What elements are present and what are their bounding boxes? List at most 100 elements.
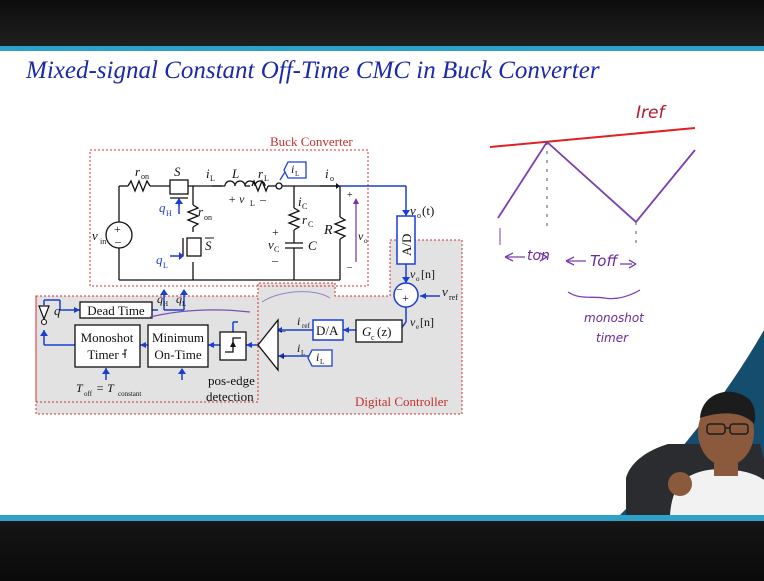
vin-plus: +	[114, 222, 121, 236]
minimum-on-time-block	[147, 324, 209, 368]
iref-label-sub: ref	[302, 322, 310, 330]
digital-controller-label: Digital Controller	[355, 394, 448, 409]
vref-label-sub: ref	[449, 293, 458, 302]
buck-converter-label: Buck Converter	[270, 134, 353, 149]
timer-annotation: timer	[596, 331, 629, 345]
ton-annotation: ton	[527, 248, 550, 264]
vo-plus: +	[347, 190, 353, 201]
top-accent-stripe	[0, 46, 764, 51]
error-summer	[393, 282, 419, 308]
slide-title: Mixed-signal Constant Off-Time CMC in Bu…	[26, 57, 600, 84]
vc-minus: –	[271, 253, 279, 267]
qh-drive-arrowhead	[175, 198, 183, 204]
ve-n-label: v	[410, 315, 416, 329]
pos-edge-label-2: detection	[206, 389, 254, 404]
monoshot-edge-mark	[122, 349, 127, 358]
bus-ql-label-sub: L	[182, 300, 186, 308]
il-sensor-label: i	[291, 162, 294, 176]
bottom-banner	[0, 521, 764, 581]
comp-il-in-sub: L	[301, 349, 305, 357]
ql-label-sub: L	[163, 261, 168, 270]
rc-label: r	[302, 212, 308, 227]
bus-ql-label: q	[176, 292, 182, 306]
vo-n-label-sub: o	[416, 275, 420, 283]
inductor-label: L	[231, 166, 239, 181]
toff-label: T	[76, 381, 84, 395]
pen-scribble-2	[261, 291, 331, 303]
vl-minus: –	[259, 192, 267, 206]
iref-annotation: Iref	[636, 103, 667, 123]
io-label-sub: o	[330, 174, 334, 183]
vin-source	[105, 221, 133, 249]
bus-qh-label-sub: H	[163, 300, 168, 308]
toff-label-sub: off	[84, 390, 93, 398]
qh-label: q	[159, 200, 166, 215]
ton-arrow-left	[504, 252, 514, 262]
inductor-current-waveform	[497, 140, 696, 224]
ic-label: i	[298, 194, 302, 209]
vo-minus: –	[346, 262, 353, 273]
switch-sbar-label: S	[205, 238, 212, 253]
vo-n-label-arg: [n]	[421, 267, 435, 281]
adc-block	[396, 215, 416, 265]
iref-level-line	[489, 127, 696, 148]
digital-controller-region	[35, 239, 463, 415]
ve-n-label-arg: [n]	[420, 315, 434, 329]
capacitor-label: C	[308, 238, 317, 253]
il-sensor-tap	[279, 171, 286, 181]
il-sensor-box	[283, 161, 307, 179]
gc-label-arg: (z)	[377, 324, 391, 339]
il-sensor-label-sub: L	[295, 170, 299, 178]
top-banner	[0, 0, 764, 46]
io-arrowhead	[336, 183, 340, 189]
toff-eq: = T	[96, 381, 115, 395]
diagram-canvas: Buck Converter Digital Controller + – v …	[35, 103, 764, 515]
vo-t-label-sub: o	[417, 211, 421, 220]
vl-label: + v	[228, 192, 245, 206]
comp-il-label: i	[316, 350, 319, 364]
pen-scribble-1	[149, 309, 251, 318]
pos-edge-label-1: pos-edge	[208, 373, 255, 388]
vo-t-label: v	[410, 203, 416, 218]
ve-n-label-sub: e	[416, 323, 419, 331]
gc-label-sub: c	[371, 333, 375, 342]
monoshot-annotation: monoshot	[584, 311, 645, 325]
bus-qh-label: q	[157, 292, 163, 306]
monoshot-brace	[567, 289, 641, 300]
monoshot-timer-block	[74, 324, 141, 368]
qh-label-sub: H	[166, 209, 172, 218]
comp-plus: +	[280, 351, 286, 363]
comp-minus: –	[279, 325, 286, 337]
gc-label: G	[362, 324, 372, 339]
comp-il-label-sub: L	[320, 358, 324, 366]
vin-minus: –	[114, 234, 122, 248]
inverter-gate	[38, 305, 50, 321]
monoshot-label-2: Timer	[87, 347, 119, 362]
ron2-label-sub: on	[204, 213, 212, 222]
switch-s-label: S	[174, 164, 181, 179]
bottom-accent-stripe	[0, 515, 764, 521]
compensator-block	[355, 319, 403, 343]
il-label-sub: L	[210, 174, 215, 183]
vo-n-label: v	[410, 267, 416, 281]
comp-il-box	[307, 349, 333, 367]
comp-il-in: i	[297, 341, 300, 355]
load-label: R	[323, 223, 333, 238]
minimum-on-time-label-2: On-Time	[154, 347, 201, 362]
io-label: i	[325, 166, 329, 181]
dac-block	[312, 319, 344, 341]
toff-annotation: Toff	[590, 252, 619, 270]
toff-arrow-right	[628, 259, 637, 269]
buck-converter-region	[89, 149, 369, 287]
comparator	[257, 318, 279, 372]
vin-label: v	[92, 228, 98, 243]
toff-arrow-left	[565, 256, 575, 266]
adc-label: A/D	[399, 234, 414, 256]
inverter-bubble	[40, 318, 48, 326]
ql-drive-arrowhead	[179, 252, 184, 260]
vo-label: v	[358, 229, 364, 243]
vc-label: v	[268, 237, 274, 252]
ton-arrow-right	[539, 252, 548, 262]
ql-label: q	[156, 252, 163, 267]
ron-label-sub: on	[141, 172, 149, 181]
